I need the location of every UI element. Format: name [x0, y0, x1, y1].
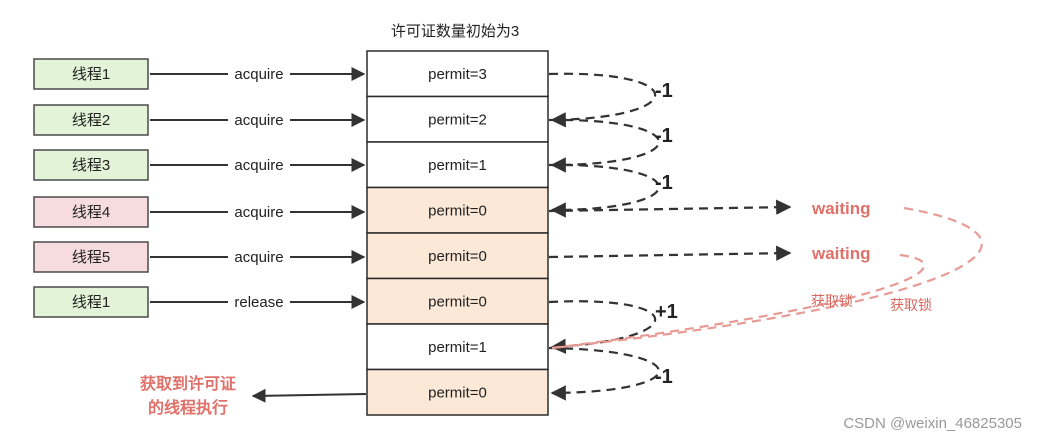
acquire-lock-curve-1: [551, 206, 983, 350]
result-label-line: 的线程执行: [148, 398, 228, 417]
permit-cell: permit=1: [366, 323, 549, 371]
transition-arrow-1: [548, 72, 656, 128]
acquire-lock-labels: 获取锁 获取锁: [811, 293, 932, 313]
thread-label: 线程5: [72, 249, 110, 266]
permit-cell-label: permit=1: [428, 157, 487, 174]
permit-cell: permit=1: [366, 141, 549, 189]
delta-labels: -1 -1 -1 +1 -1: [655, 80, 678, 388]
diagram-title: 许可证数量初始为3: [391, 23, 519, 40]
waiting-label: waiting: [811, 244, 871, 263]
permit-cell: permit=0: [366, 232, 549, 280]
threads-group: 线程1 acquire 线程2 acquire 线程3 acquire 线程4 acquire…: [33, 58, 366, 318]
thread-row: 线程2 acquire: [33, 104, 366, 136]
delta-label: -1: [655, 172, 673, 194]
delta-label: -1: [655, 366, 673, 388]
permit-cell-box: [366, 277, 549, 325]
permit-cell-label: permit=0: [428, 248, 487, 265]
permit-cell-box: [366, 141, 549, 189]
permit-column: permit=3 permit=2 permit=1 permit=0 permit=0…: [366, 50, 549, 416]
delta-label: +1: [655, 301, 678, 323]
acquire-lock-curves: [551, 206, 983, 350]
action-label: acquire: [234, 204, 283, 221]
transition-arrows: [548, 72, 792, 401]
thread-label: 线程2: [72, 112, 110, 129]
waiting-arrow-1: [548, 199, 792, 215]
permit-cell-label: permit=0: [428, 293, 487, 310]
thread-box: [33, 58, 149, 90]
transition-arrow-release: [548, 300, 656, 354]
thread-row: 线程5 acquire: [33, 241, 366, 273]
permit-cell: permit=0: [366, 368, 549, 416]
transition-arrow-2: [548, 118, 660, 173]
permit-cell-box: [366, 186, 549, 234]
thread-label: 线程1: [72, 294, 110, 311]
action-label: acquire: [234, 112, 283, 129]
result-label: 获取到许可证 的线程执行: [140, 374, 236, 417]
delta-label: -1: [655, 80, 673, 102]
action-label: acquire: [234, 157, 283, 174]
permit-cell-label: permit=0: [428, 384, 487, 401]
permit-cell-label: permit=0: [428, 202, 487, 219]
action-label: release: [234, 294, 283, 311]
transition-arrow-5: [548, 346, 660, 401]
thread-box: [33, 104, 149, 136]
result-label-line: 获取到许可证: [140, 374, 236, 393]
thread-box: [33, 241, 149, 273]
acquire-lock-curve-2: [551, 253, 926, 350]
transition-arrow-3: [548, 163, 660, 218]
waiting-labels: waiting waiting: [811, 199, 871, 263]
permit-cell: permit=0: [366, 186, 549, 234]
thread-row: 线程1 release: [33, 286, 366, 318]
permit-cell: permit=3: [366, 50, 549, 98]
thread-row: 线程4 acquire: [33, 196, 366, 228]
permit-cell-box: [366, 95, 549, 143]
watermark: CSDN @weixin_46825305: [843, 415, 1022, 432]
delta-label: -1: [655, 125, 673, 147]
thread-box: [33, 286, 149, 318]
permit-cell-box: [366, 232, 549, 280]
waiting-arrow-2: [548, 245, 792, 261]
permit-cell-box: [366, 368, 549, 416]
thread-label: 线程3: [72, 157, 110, 174]
permit-cell-box: [366, 50, 549, 98]
permit-cell-label: permit=3: [428, 66, 487, 83]
waiting-label: waiting: [811, 199, 871, 218]
permit-cell-label: permit=2: [428, 111, 487, 128]
thread-row: 线程3 acquire: [33, 149, 366, 181]
thread-row: 线程1 acquire: [33, 58, 366, 90]
acquire-lock-label: 获取锁: [890, 297, 932, 313]
result-arrow: [251, 388, 367, 403]
permit-cell: permit=0: [366, 277, 549, 325]
thread-label: 线程1: [72, 66, 110, 83]
action-label: acquire: [234, 249, 283, 266]
thread-box: [33, 149, 149, 181]
permit-cell: permit=2: [366, 95, 549, 143]
thread-box: [33, 196, 149, 228]
permit-cell-label: permit=1: [428, 339, 487, 356]
action-label: acquire: [234, 66, 283, 83]
thread-label: 线程4: [72, 204, 110, 221]
acquire-lock-label: 获取锁: [811, 293, 853, 309]
